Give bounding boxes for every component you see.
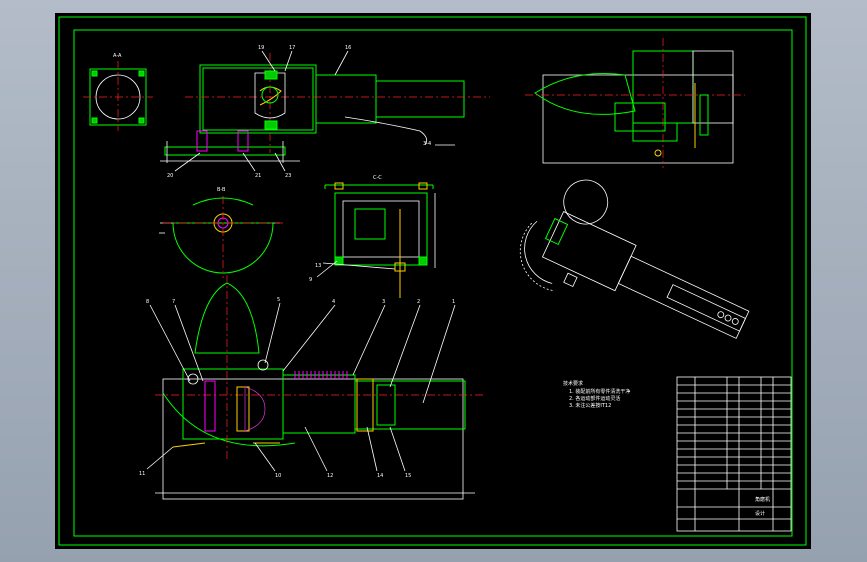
svg-text:20: 20 xyxy=(167,173,173,179)
technical-requirements: 技术要求 1. 装配前所有零件清洗干净 2. 各运动部件运动灵活 3. 未注公差… xyxy=(563,380,630,409)
svg-text:3: 3 xyxy=(382,299,385,305)
cad-drawing: A-A 3-4 B-B xyxy=(58,16,807,546)
svg-text:23: 23 xyxy=(285,173,291,179)
svg-text:14: 14 xyxy=(377,473,383,479)
tech-req-line-2: 2. 各运动部件运动灵活 xyxy=(569,395,620,402)
svg-text:10: 10 xyxy=(275,473,281,479)
callout-leaders: 8 7 5 4 3 2 1 12 14 15 10 11 19 17 16 20… xyxy=(139,45,456,479)
view-blade-guard: B-B xyxy=(159,187,283,278)
view-clamp-cc: C-C xyxy=(324,175,436,298)
view-top-main: 3-4 xyxy=(160,53,490,163)
view-top-left: A-A xyxy=(83,53,153,131)
svg-text:21: 21 xyxy=(255,173,261,179)
tech-req-title: 技术要求 xyxy=(563,380,583,387)
tech-req-line-3: 3. 未注公差按IT12 xyxy=(569,402,611,409)
view-rotated xyxy=(519,179,750,339)
svg-text:7: 7 xyxy=(172,299,175,305)
svg-text:5: 5 xyxy=(277,297,280,303)
svg-text:17: 17 xyxy=(289,45,295,51)
view-top-right xyxy=(525,38,745,168)
section-label-bb: B-B xyxy=(217,187,226,193)
svg-text:2: 2 xyxy=(417,299,420,305)
title-block-school: 设计 xyxy=(755,510,765,517)
svg-text:11: 11 xyxy=(139,471,145,477)
inner-frame xyxy=(73,29,793,537)
svg-text:4: 4 xyxy=(332,299,335,305)
svg-text:19: 19 xyxy=(258,45,264,51)
svg-text:3-4: 3-4 xyxy=(423,141,431,147)
title-block xyxy=(676,376,792,532)
svg-text:1: 1 xyxy=(452,299,455,305)
svg-text:16: 16 xyxy=(345,45,351,51)
cad-viewport[interactable]: A-A 3-4 B-B xyxy=(55,13,811,549)
section-label-cc: C-C xyxy=(373,175,382,181)
svg-text:13: 13 xyxy=(315,263,321,269)
svg-text:15: 15 xyxy=(405,473,411,479)
section-label-aa: A-A xyxy=(113,53,122,59)
parts-list-rows xyxy=(677,384,791,482)
view-bottom-main xyxy=(155,275,485,500)
title-block-name: 角磨机 xyxy=(755,496,770,503)
svg-text:9: 9 xyxy=(309,277,312,283)
tech-req-line-1: 1. 装配前所有零件清洗干净 xyxy=(569,388,630,395)
outer-frame xyxy=(58,16,807,546)
svg-text:12: 12 xyxy=(327,473,333,479)
svg-text:8: 8 xyxy=(146,299,149,305)
